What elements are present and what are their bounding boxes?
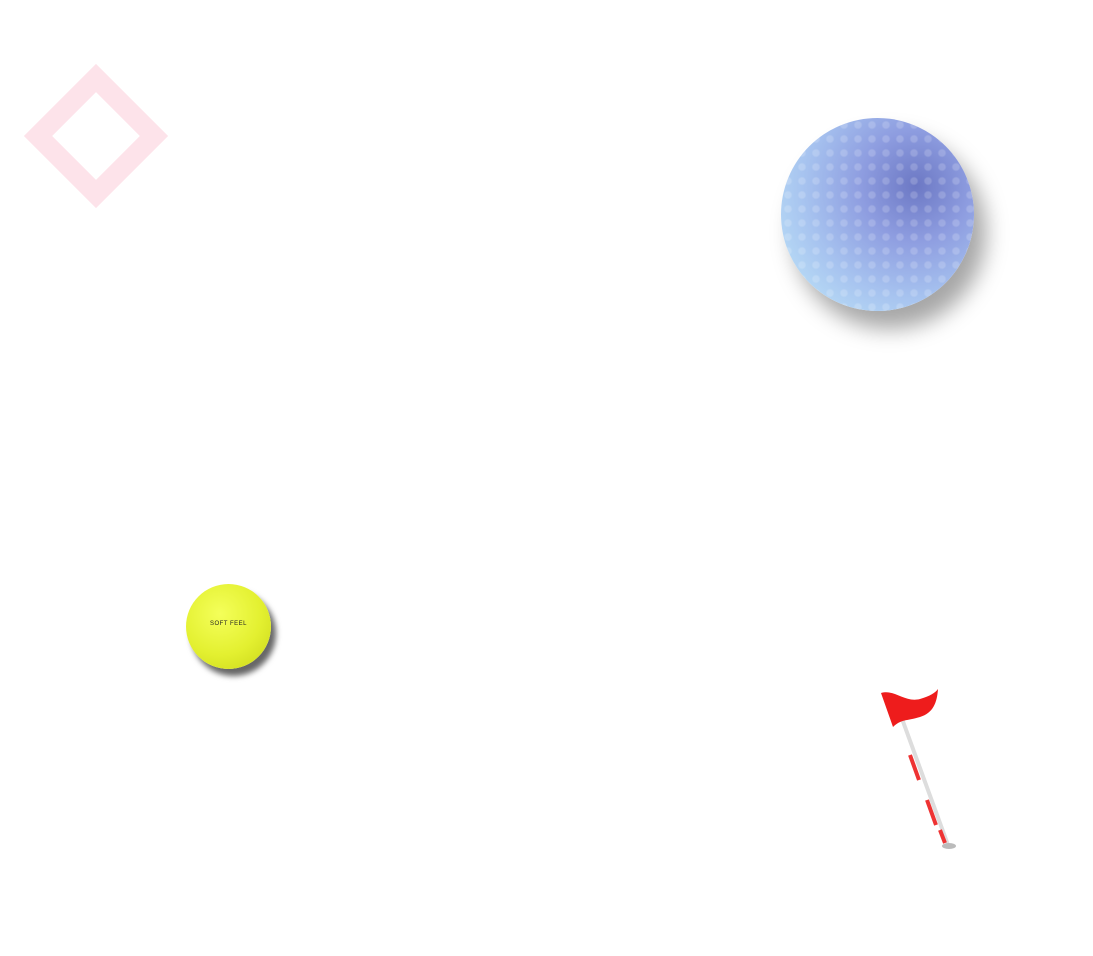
diamond-shape (23, 63, 169, 209)
yellow-golf-ball-image: SOFT FEEL (186, 584, 271, 669)
ball-imprint-text: SOFT FEEL (209, 621, 248, 627)
golf-ball-dimples (781, 118, 974, 311)
golf-flag-icon (881, 689, 956, 849)
blue-golf-ball-image (781, 118, 974, 311)
